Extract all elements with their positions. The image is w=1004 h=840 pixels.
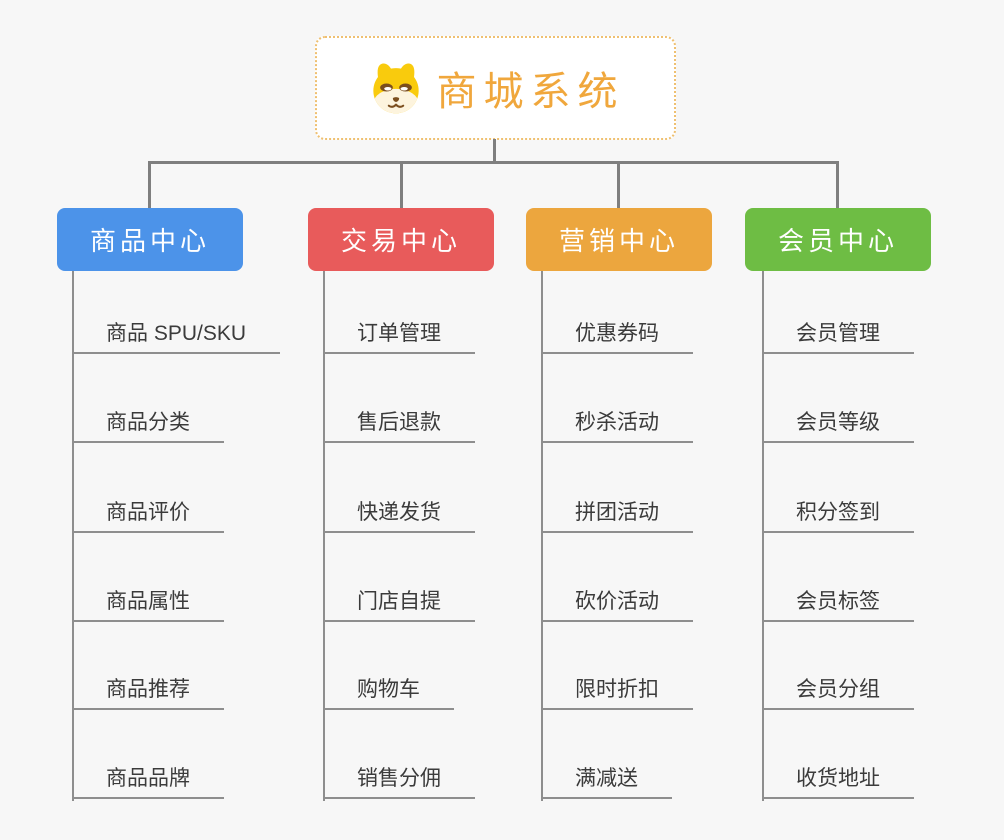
branch-header-trade-center[interactable]: 交易中心 <box>308 208 494 271</box>
branch-connector-stub-trade <box>400 161 403 208</box>
node-store-pickup[interactable]: 门店自提 <box>323 589 475 622</box>
node-shipping-address[interactable]: 收货地址 <box>762 766 914 799</box>
node-express-delivery[interactable]: 快递发货 <box>323 500 475 533</box>
node-product-attribute[interactable]: 商品属性 <box>72 589 224 622</box>
node-product-spu-sku[interactable]: 商品 SPU/SKU <box>72 321 281 354</box>
node-coupon-code[interactable]: 优惠券码 <box>541 321 693 354</box>
node-product-recommend[interactable]: 商品推荐 <box>72 677 224 710</box>
branch-header-product-center[interactable]: 商品中心 <box>57 208 243 271</box>
node-member-group[interactable]: 会员分组 <box>762 677 914 710</box>
node-after-sale-refund[interactable]: 售后退款 <box>323 410 475 443</box>
node-product-review[interactable]: 商品评价 <box>72 500 224 533</box>
node-bargain-activity[interactable]: 砍价活动 <box>541 589 693 622</box>
branch-connector-hline <box>148 161 839 164</box>
node-shopping-cart[interactable]: 购物车 <box>323 677 454 710</box>
node-full-reduction[interactable]: 满减送 <box>541 766 672 799</box>
node-limited-time-discount[interactable]: 限时折扣 <box>541 677 693 710</box>
node-member-tag[interactable]: 会员标签 <box>762 589 914 622</box>
node-product-brand[interactable]: 商品品牌 <box>72 766 224 799</box>
branch-header-marketing-center[interactable]: 营销中心 <box>526 208 712 271</box>
node-group-buy[interactable]: 拼团活动 <box>541 500 693 533</box>
root-connector-stub <box>493 139 496 163</box>
root-node[interactable]: 商城系统 <box>315 36 676 140</box>
node-member-level[interactable]: 会员等级 <box>762 410 914 443</box>
node-order-management[interactable]: 订单管理 <box>323 321 475 354</box>
root-title: 商城系统 <box>436 70 625 114</box>
branch-spine-marketing <box>541 271 543 801</box>
branch-connector-stub-product <box>148 161 151 208</box>
node-product-category[interactable]: 商品分类 <box>72 410 224 443</box>
node-member-management[interactable]: 会员管理 <box>762 321 914 354</box>
branch-spine-trade <box>323 271 325 801</box>
branch-header-member-center[interactable]: 会员中心 <box>745 208 931 271</box>
branch-spine-member <box>762 271 764 801</box>
branch-spine-product <box>72 271 74 801</box>
branch-connector-stub-marketing <box>617 161 620 208</box>
branch-connector-stub-member <box>836 161 839 208</box>
shiba-dog-face-icon <box>367 60 425 116</box>
node-points-checkin[interactable]: 积分签到 <box>762 500 914 533</box>
node-sales-commission[interactable]: 销售分佣 <box>323 766 475 799</box>
node-flash-sale[interactable]: 秒杀活动 <box>541 410 693 443</box>
